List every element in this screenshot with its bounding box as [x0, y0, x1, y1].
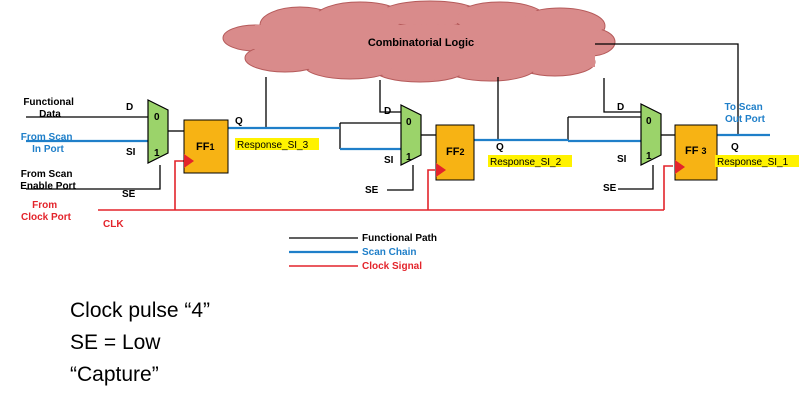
- mux-1: 0 1: [147, 99, 169, 164]
- mux-3: 0 1: [640, 103, 662, 166]
- svg-text:D: D: [384, 106, 391, 117]
- port-labels: Functional Data From Scan In Port From S…: [20, 97, 765, 230]
- svg-text:1: 1: [154, 148, 160, 159]
- svg-text:D: D: [617, 102, 624, 113]
- svg-text:1: 1: [406, 152, 412, 163]
- response-ff3: Response_SI_1: [717, 157, 789, 168]
- clk-label: CLK: [103, 219, 124, 230]
- svg-text:SE: SE: [122, 189, 136, 200]
- legend-clock-signal: Clock Signal: [362, 261, 422, 272]
- svg-text:SE: SE: [365, 185, 379, 196]
- to-scan-out-label: To Scan Out Port: [725, 102, 766, 125]
- svg-text:Q: Q: [496, 142, 504, 153]
- response-ff1: Response_SI_3: [237, 140, 309, 151]
- svg-text:SI: SI: [384, 155, 394, 166]
- ff1-label: FF1: [196, 141, 214, 153]
- ff2-label: FF2: [446, 146, 464, 158]
- svg-text:Q: Q: [235, 116, 243, 127]
- legend-functional-path: Functional Path: [362, 233, 437, 244]
- response-labels: Response_SI_3 Response_SI_2 Response_SI_…: [235, 138, 799, 168]
- from-scan-enable-label: From Scan Enable Port: [20, 169, 76, 192]
- caption-line-2: SE = Low: [70, 331, 161, 354]
- mux-2: 0 1: [400, 104, 422, 166]
- legend: Functional Path Scan Chain Clock Signal: [289, 233, 437, 272]
- clock-signal-wires: [98, 160, 673, 211]
- from-clock-port-label: From Clock Port: [21, 200, 72, 223]
- flip-flop-1: FF1: [183, 119, 229, 174]
- svg-text:SI: SI: [617, 154, 627, 165]
- scan-chain-wires: [26, 126, 770, 151]
- svg-text:SE: SE: [603, 183, 617, 194]
- flip-flop-2: FF2: [435, 124, 475, 181]
- combinatorial-logic-cloud: Combinatorial Logic: [222, 0, 616, 83]
- svg-text:SI: SI: [126, 147, 136, 158]
- pin-labels: D SI SE Q D SI SE Q D SI SE Q: [122, 102, 739, 200]
- svg-text:1: 1: [646, 151, 652, 162]
- svg-text:0: 0: [406, 117, 412, 128]
- svg-text:Q: Q: [731, 142, 739, 153]
- caption-line-3: “Capture”: [70, 363, 159, 386]
- functional-data-label: Functional Data: [23, 97, 76, 120]
- svg-text:0: 0: [646, 116, 652, 127]
- legend-scan-chain: Scan Chain: [362, 247, 416, 258]
- from-scan-in-label: From Scan In Port: [21, 132, 75, 155]
- ff3-label: FF 3: [685, 145, 707, 157]
- flip-flop-3: FF 3: [674, 124, 718, 181]
- response-ff2: Response_SI_2: [490, 157, 562, 168]
- svg-text:D: D: [126, 102, 133, 113]
- svg-text:0: 0: [154, 112, 160, 123]
- cloud-label: Combinatorial Logic: [368, 37, 474, 49]
- caption-line-1: Clock pulse “4”: [70, 299, 210, 322]
- caption: Clock pulse “4” SE = Low “Capture”: [70, 299, 210, 386]
